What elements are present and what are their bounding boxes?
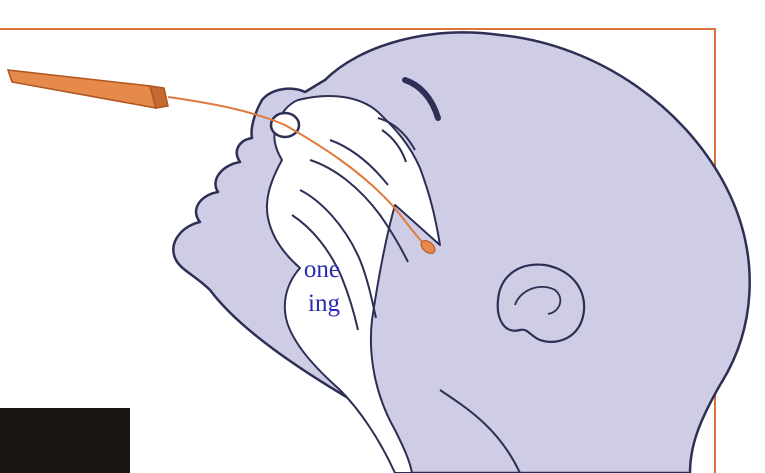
caption-line-1: one — [0, 253, 340, 287]
caption-line-2: ing — [0, 287, 340, 321]
swab-tube-icon — [8, 70, 168, 108]
ear — [498, 265, 584, 342]
caption-text: one ing — [0, 253, 340, 321]
dark-photo-thumbnail — [0, 408, 130, 473]
